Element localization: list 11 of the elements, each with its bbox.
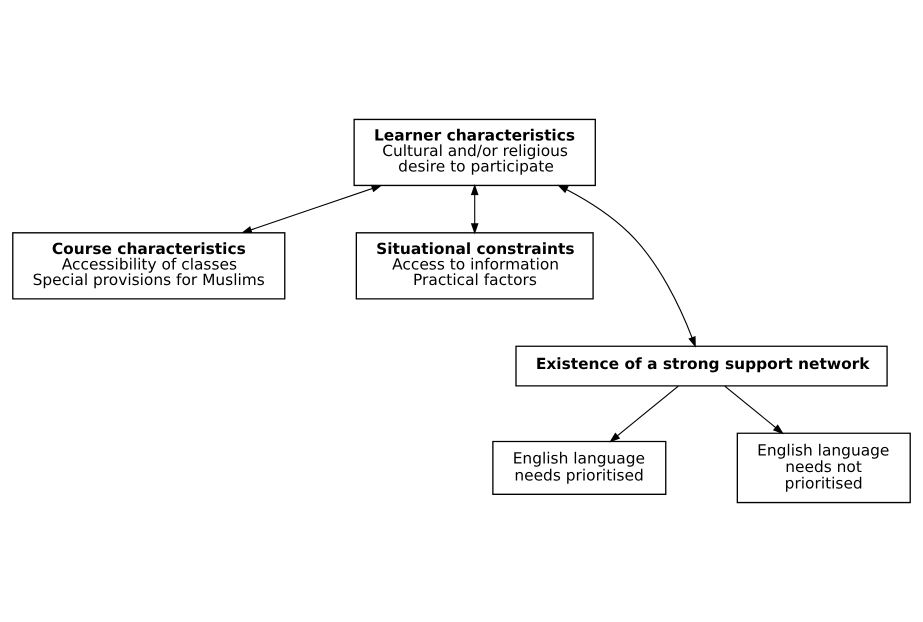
arrow	[724, 385, 784, 434]
node-box: Learner characteristics Cultural and/or religious desire to participate	[353, 118, 596, 186]
node-box: Situational constraints Access to information Practical factors	[356, 232, 594, 300]
node-box: Course characteristics Accessibility of classes Special provisions for Muslims	[12, 232, 286, 300]
arrow	[470, 184, 479, 234]
node-box: Existence of a strong support network	[515, 346, 888, 387]
arrow	[240, 184, 382, 234]
arrow	[609, 385, 679, 442]
arrow	[557, 184, 696, 348]
node-box: English language needs prioritised	[492, 440, 666, 495]
node-box: English language needs not prioritised	[736, 432, 911, 504]
